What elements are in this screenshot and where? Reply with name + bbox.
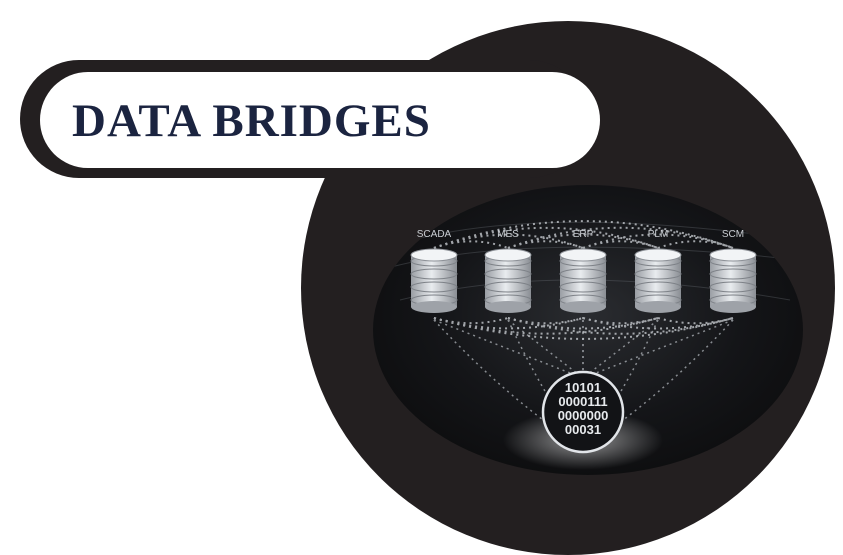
database-label: SCM [722, 229, 744, 240]
database-plm-icon: PLM [634, 229, 682, 313]
page-title: DATA BRIDGES [72, 95, 431, 147]
binary-text-line: 0000111 [558, 394, 607, 409]
database-label: ERP [573, 229, 594, 240]
database-label: PLM [648, 229, 669, 240]
binary-text-line: 10101 [565, 380, 601, 395]
network-graphic [373, 185, 803, 475]
binary-text-line: 0000000 [558, 408, 609, 423]
title-pill-inner [40, 72, 600, 168]
database-label: SCADA [417, 229, 452, 240]
database-scm-icon: SCM [709, 229, 757, 313]
database-erp-icon: ERP [559, 229, 607, 313]
database-row: SCADA MES ERP PLM SCM [410, 229, 757, 313]
database-mes-icon: MES [484, 229, 532, 313]
binary-text-line: 00031 [565, 422, 601, 437]
database-scada-icon: SCADA [410, 229, 458, 313]
database-label: MES [497, 229, 519, 240]
